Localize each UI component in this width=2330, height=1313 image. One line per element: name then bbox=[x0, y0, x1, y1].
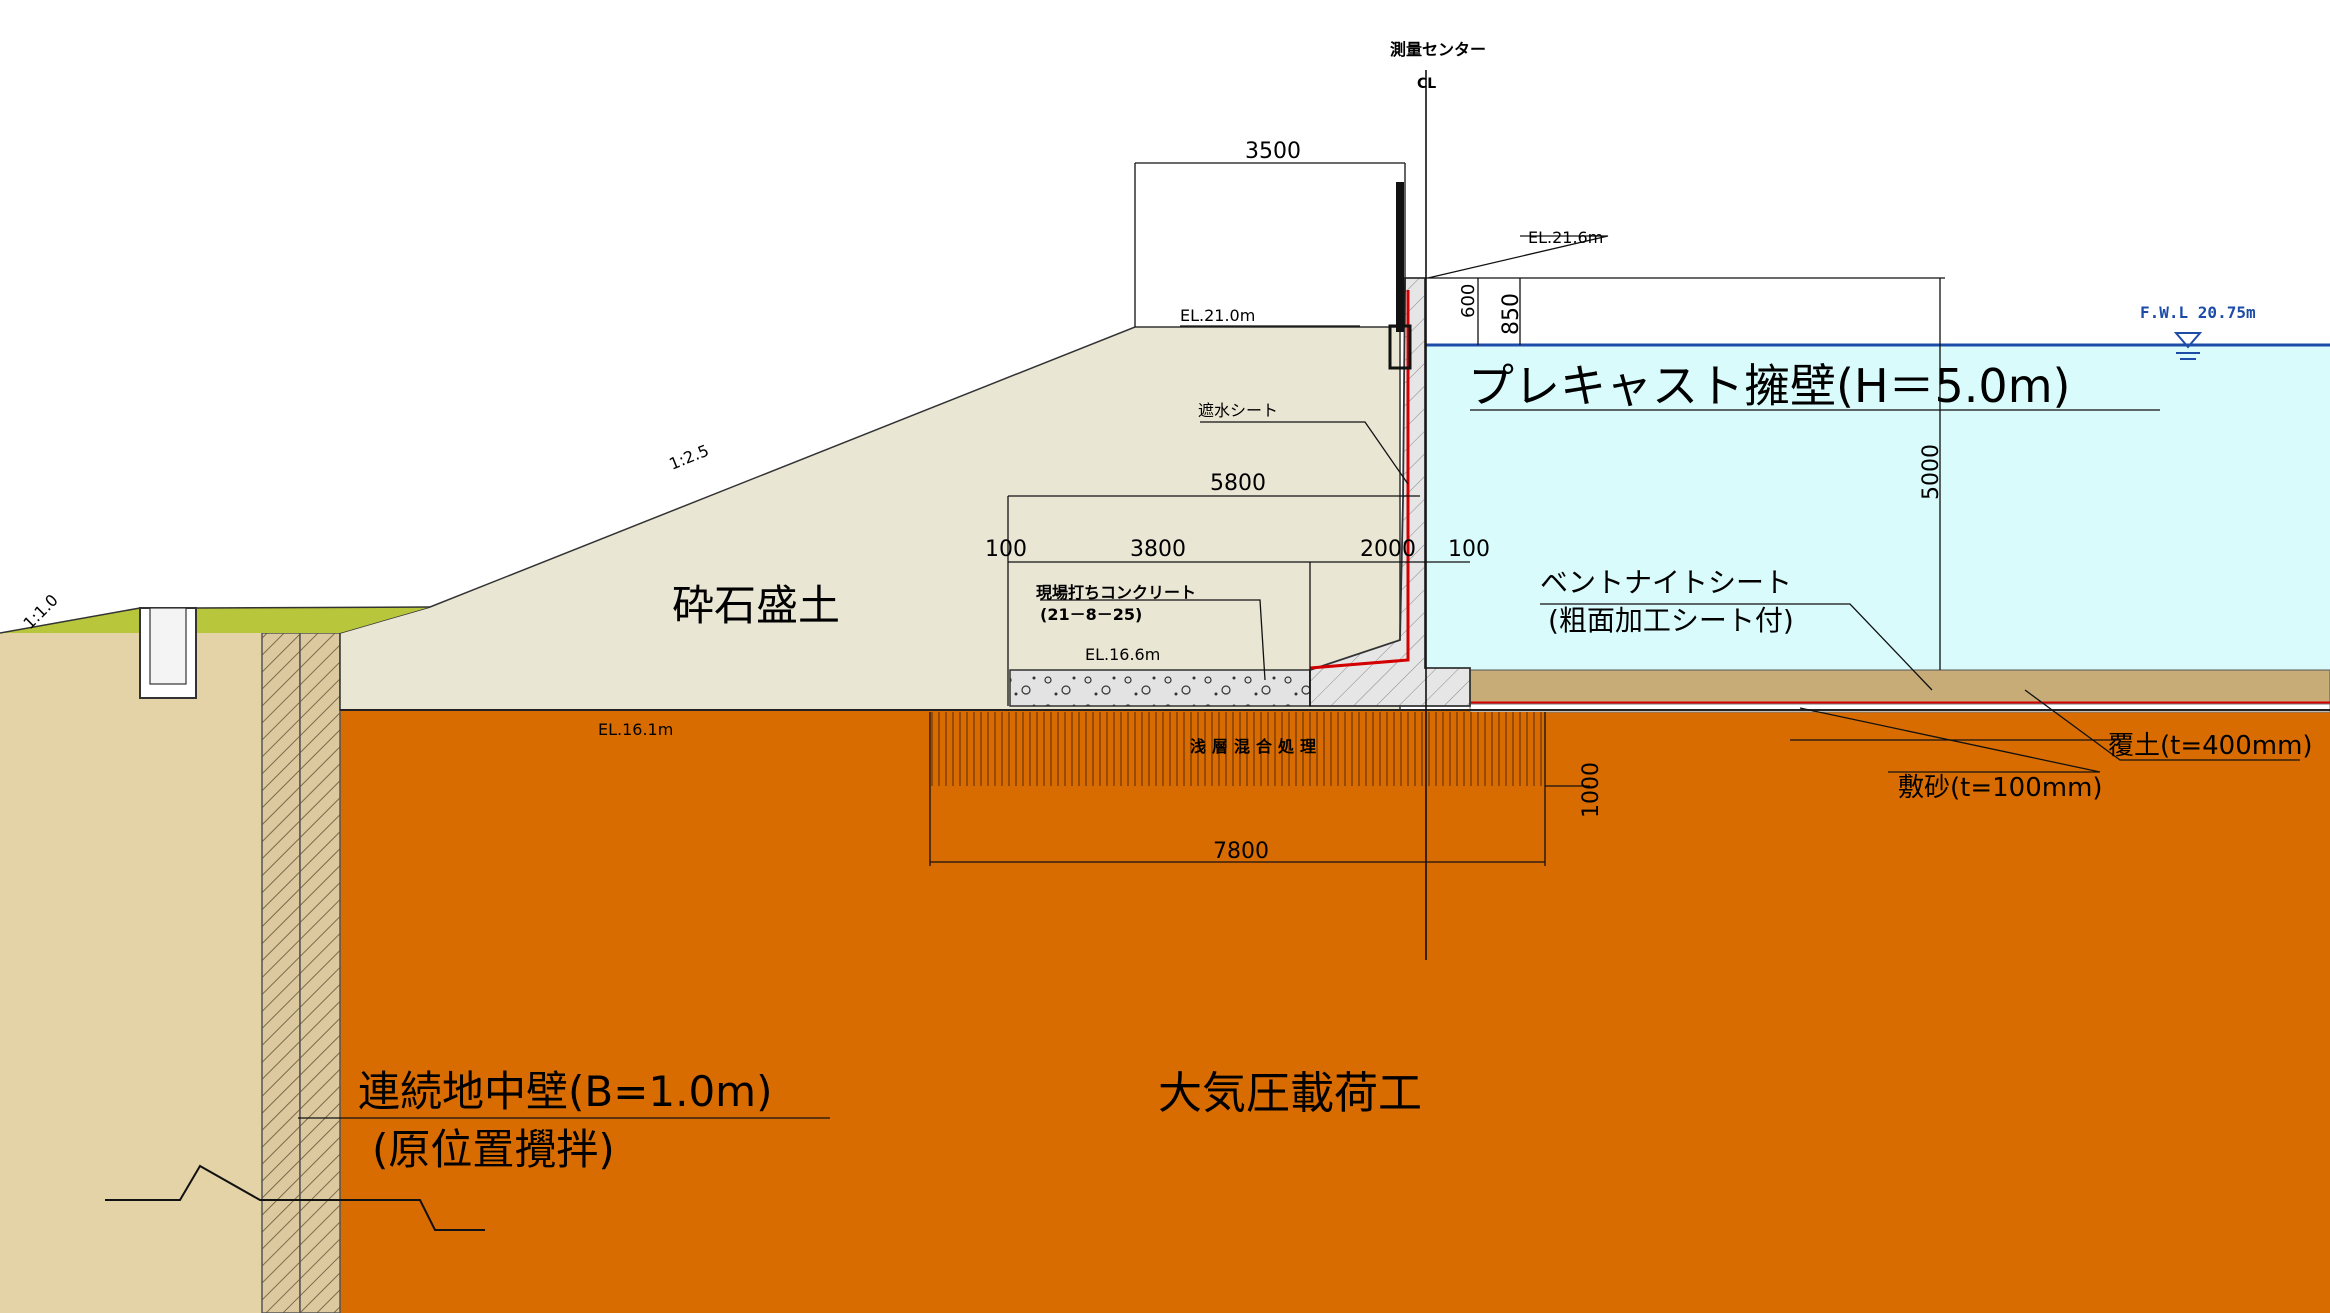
label-diaphragm-wall: 連続地中壁(B=1.0m) bbox=[358, 1067, 772, 1116]
crushed-stone-embankment bbox=[339, 326, 1401, 711]
label-vacuum-consolidation: 大気圧載荷工 bbox=[1158, 1068, 1422, 1119]
fwl-marker bbox=[2173, 332, 2203, 360]
fence-post bbox=[1396, 182, 1404, 332]
center-mark: CL bbox=[1417, 76, 1436, 92]
label-cover-soil: 覆土(t=400mm) bbox=[2108, 731, 2313, 761]
el-ground: EL.16.1m bbox=[598, 720, 673, 739]
dim-improvement-width: 7800 bbox=[1213, 839, 1269, 864]
label-cast-concrete: 現場打ちコンクリート bbox=[1036, 583, 1196, 602]
ditch-side-grass bbox=[0, 607, 430, 633]
precast-retaining-wall bbox=[1309, 277, 1471, 707]
diaphragm-wall-left-hatch bbox=[261, 632, 301, 1313]
fence-footing bbox=[1388, 324, 1412, 370]
el-fwl: F.W.L 20.75m bbox=[2140, 303, 2256, 322]
label-waterproof-sheet: 遮水シート bbox=[1198, 401, 1278, 420]
dim-freeboard-600: 600 bbox=[1458, 284, 1479, 318]
label-bentonite-sheet: ベントナイトシート bbox=[1540, 566, 1792, 599]
dim-crest-width: 3500 bbox=[1245, 139, 1301, 164]
dim-heel: 2000 bbox=[1360, 537, 1416, 562]
u-ditch-inner bbox=[149, 607, 187, 685]
label-precast-wall: プレキャスト擁壁(H＝5.0m) bbox=[1468, 359, 2070, 413]
label-bedding-sand: 敷砂(t=100mm) bbox=[1898, 773, 2103, 803]
dim-left-margin: 100 bbox=[985, 537, 1027, 562]
water-body bbox=[1425, 345, 2330, 670]
dim-base-width: 5800 bbox=[1210, 471, 1266, 496]
dim-freeboard-850: 850 bbox=[1499, 293, 1524, 335]
el-wall-top: EL.21.6m bbox=[1528, 228, 1603, 247]
center-title: 測量センター bbox=[1390, 40, 1486, 59]
improved-ground-region bbox=[340, 710, 2330, 1313]
bedding-sand-layer bbox=[1469, 703, 2330, 713]
dim-wall-height: 5000 bbox=[1919, 444, 1944, 500]
el-embankment-top: EL.21.0m bbox=[1180, 306, 1255, 325]
cover-soil-layer bbox=[1469, 669, 2330, 703]
label-crushed-stone: 砕石盛土 bbox=[672, 581, 840, 630]
waterproof-sheet-red bbox=[1309, 290, 1410, 670]
label-diaphragm-method: (原位置攪拌) bbox=[372, 1125, 615, 1174]
leader-lines bbox=[298, 235, 2300, 1119]
dim-right-margin: 100 bbox=[1448, 537, 1490, 562]
diaphragm-wall-right-hatch bbox=[299, 632, 341, 1313]
el-footing: EL.16.6m bbox=[1085, 645, 1160, 664]
slope-embankment: 1:2.5 bbox=[666, 441, 711, 474]
break-line-symbol bbox=[105, 1164, 485, 1231]
cast-in-place-concrete bbox=[1009, 669, 1311, 707]
left-natural-ground bbox=[0, 633, 262, 1313]
dimension-lines bbox=[929, 162, 1945, 866]
label-cast-concrete-ref: (21－8－25) bbox=[1040, 605, 1142, 624]
label-bentonite-note: (粗面加工シート付) bbox=[1548, 604, 1794, 637]
shallow-mixing-zone bbox=[930, 712, 1545, 786]
dim-improvement-depth: 1000 bbox=[1579, 762, 1604, 818]
dim-footing-length: 3800 bbox=[1130, 537, 1186, 562]
label-shallow-mixing: 浅層混合処理 bbox=[1190, 737, 1322, 756]
